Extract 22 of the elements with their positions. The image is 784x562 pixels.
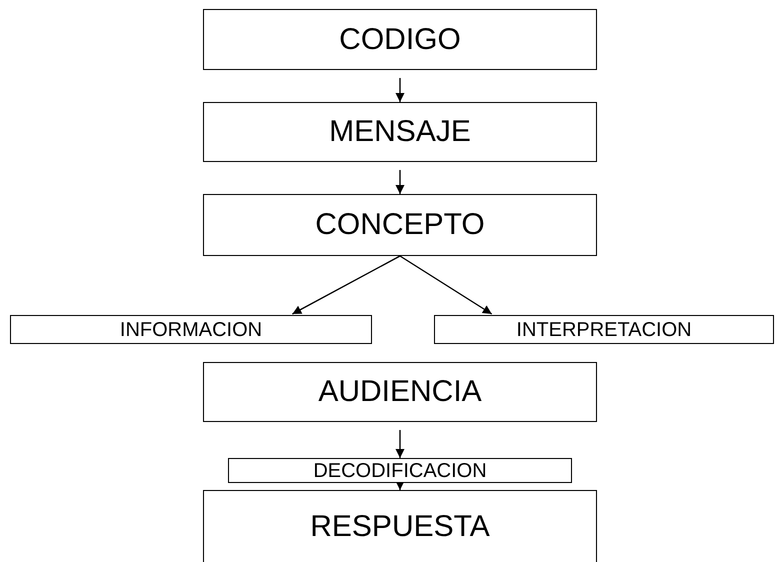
box-label: INFORMACION	[120, 320, 262, 340]
arrow	[396, 170, 404, 194]
box-label: MENSAJE	[329, 117, 471, 147]
arrow	[396, 481, 404, 490]
arrow	[400, 255, 492, 315]
box-label: CODIGO	[339, 24, 461, 54]
process-box	[203, 9, 597, 70]
process-box	[203, 490, 597, 562]
box-label: AUDIENCIA	[318, 377, 482, 407]
arrow	[396, 78, 404, 102]
process-box	[434, 315, 774, 344]
box-label: CONCEPTO	[315, 210, 485, 240]
process-box	[203, 362, 597, 422]
process-box	[10, 315, 372, 344]
box-label: DECODIFICACION	[313, 460, 487, 480]
arrow	[396, 430, 404, 458]
process-box	[203, 102, 597, 162]
process-box	[203, 194, 597, 256]
process-box	[228, 458, 572, 483]
box-label: INTERPRETACION	[516, 320, 692, 340]
arrow	[292, 255, 400, 315]
box-label: RESPUESTA	[310, 512, 490, 542]
